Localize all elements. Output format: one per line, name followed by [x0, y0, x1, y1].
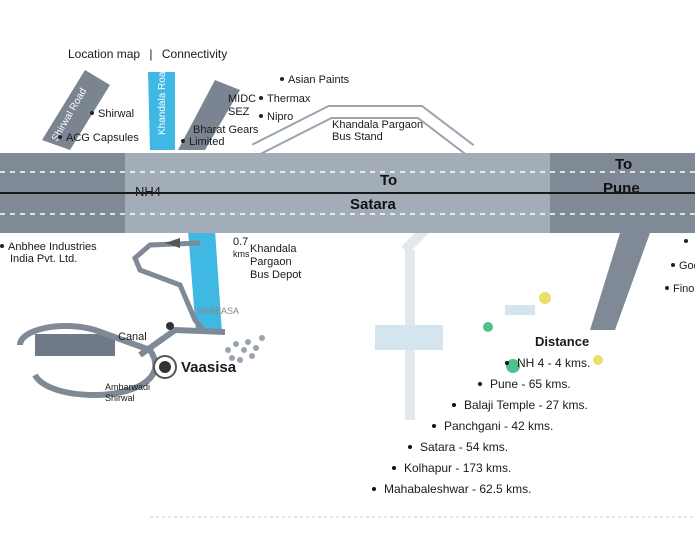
- distance-item: Pune - 65 kms.: [478, 377, 571, 391]
- khandala-road-south: [188, 230, 222, 333]
- vaasisa-logo-cluster: [225, 335, 265, 363]
- right-marker: [684, 236, 692, 249]
- place-canal: Canal: [118, 331, 147, 343]
- map-header: Location map | Connectivity: [68, 47, 227, 61]
- distance-item: NH 4 - 4 kms.: [505, 356, 590, 370]
- to-pune-2: Pune: [603, 180, 640, 197]
- green-marker: [483, 322, 493, 332]
- green-marker-2: [506, 359, 520, 373]
- khandala-road: [148, 72, 175, 150]
- vaasisa-arrow: [165, 238, 180, 248]
- yellow-marker: [539, 292, 551, 304]
- khandala-road-label: Khandala Road: [157, 66, 168, 135]
- distance-marker: 0.7: [233, 236, 249, 248]
- place-anbhee: Anbhee Industries: [0, 241, 97, 254]
- place-ambarwadi-2: Shirwal: [105, 393, 135, 403]
- place-thermax: Thermax: [259, 93, 310, 106]
- location-map-title: Location map: [68, 47, 141, 61]
- place-asian-paints: Asian Paints: [280, 74, 349, 87]
- place-khandala-depot-3: Bus Depot: [250, 269, 302, 281]
- distance-item: Balaji Temple - 27 kms.: [452, 398, 588, 412]
- place-finolex: Finolex: [665, 283, 695, 296]
- distance-panel: Distance NH 4 - 4 kms. Pune - 65 kms. Ba…: [360, 334, 590, 496]
- place-khandala-depot: Khandala: [250, 243, 297, 255]
- place-nipro: Nipro: [259, 111, 293, 124]
- shirwal-road: [42, 70, 110, 150]
- place-anbhee-2: India Pvt. Ltd.: [10, 253, 78, 265]
- place-bebbasa: BEBBASA: [197, 306, 240, 316]
- place-acg: ACG Capsules: [58, 132, 139, 145]
- distance-title: Distance: [535, 334, 590, 349]
- finolex-road: [590, 233, 650, 330]
- to-satara-1: To: [380, 172, 398, 189]
- distance-item: Panchgani - 42 kms.: [432, 419, 553, 433]
- nh4-label: NH4: [135, 184, 162, 199]
- place-ambarwadi: Ambarwadi: [105, 382, 151, 392]
- vaasisa-route: [131, 240, 207, 334]
- place-bharat-gears-2: Limited: [181, 136, 224, 149]
- place-shirwal: Shirwal: [90, 108, 134, 121]
- place-godrej: Godrej: [671, 260, 695, 273]
- place-bharat-gears: Bharat Gears: [193, 124, 259, 136]
- midc-road: [178, 80, 240, 150]
- distance-unit: kms: [233, 249, 250, 259]
- canal-marker: [166, 322, 174, 330]
- place-khandala-bus-stand: Khandala Pargaon: [332, 119, 424, 131]
- place-midc: MIDC: [228, 93, 257, 105]
- pale-block-small: [505, 305, 535, 315]
- distance-item: Kolhapur - 173 kms.: [392, 461, 511, 475]
- ambarwadi-route: [17, 322, 159, 399]
- place-vaasisa: Vaasisa: [181, 359, 237, 376]
- vaasisa-marker: [159, 361, 171, 373]
- to-satara-2: Satara: [350, 196, 396, 213]
- distance-item: Satara - 54 kms.: [408, 440, 508, 454]
- yellow-marker-2: [593, 355, 603, 365]
- to-pune-1: To: [615, 156, 633, 173]
- connectivity-title: Connectivity: [161, 47, 228, 61]
- place-khandala-depot-2: Pargaon: [250, 256, 292, 268]
- distance-item: Mahabaleshwar - 62.5 kms.: [372, 482, 531, 496]
- place-khandala-bus-stand-2: Bus Stand: [332, 131, 383, 143]
- pale-block: [375, 325, 443, 350]
- place-sez: SEZ: [228, 106, 250, 118]
- header-separator: |: [149, 47, 153, 61]
